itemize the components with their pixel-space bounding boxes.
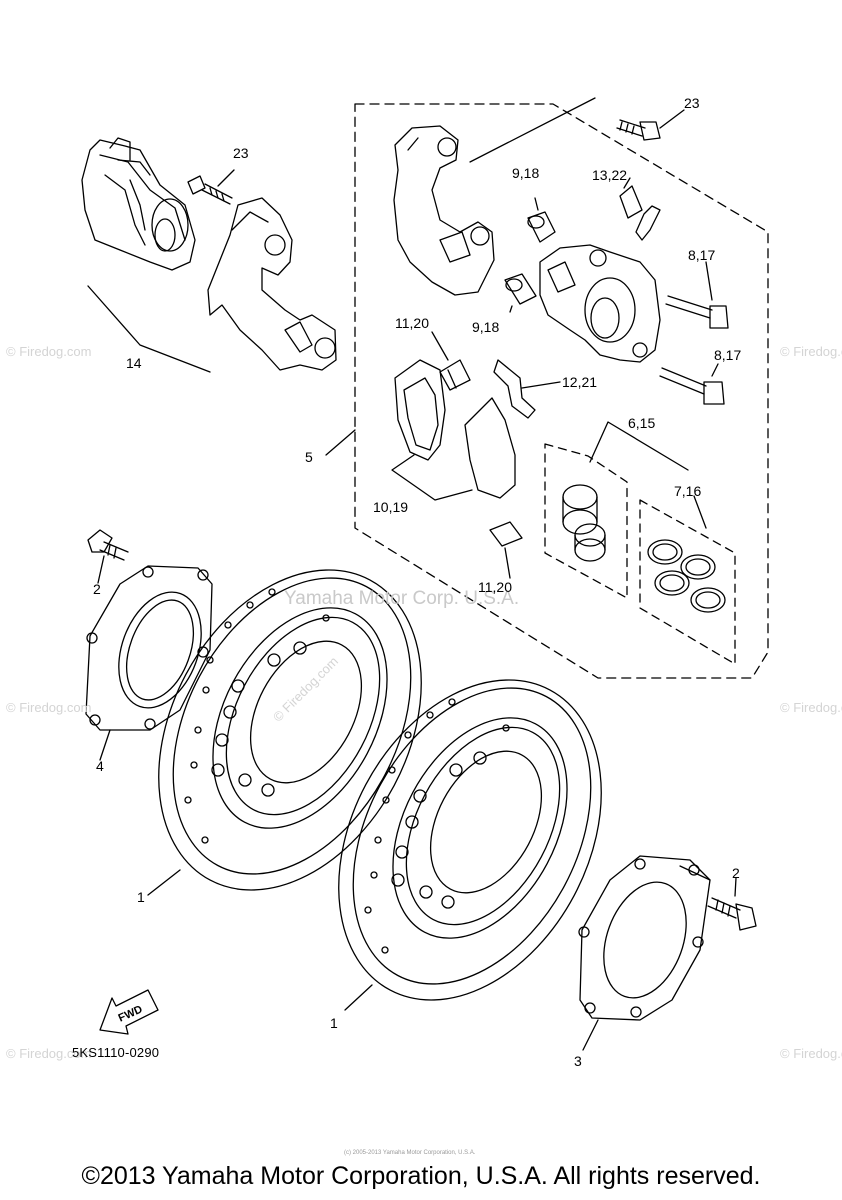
callout-9-18-top: 9,18 bbox=[512, 165, 540, 181]
callout-8-17-bottom: 8,17 bbox=[714, 347, 742, 363]
leader-caliper-assembly bbox=[469, 97, 596, 163]
bleed-screw bbox=[619, 185, 661, 241]
callout-1-left: 1 bbox=[137, 889, 145, 905]
fwd-arrow-icon bbox=[99, 989, 159, 1035]
right-caliper-bracket bbox=[393, 125, 495, 296]
leader-7-16 bbox=[693, 495, 707, 529]
leader-14 bbox=[87, 285, 211, 373]
pin-bolt-top bbox=[665, 295, 729, 329]
right-bolt-23 bbox=[616, 119, 661, 141]
watermark-firedog: © Firedog.com bbox=[780, 344, 842, 359]
left-hub-plate bbox=[85, 565, 213, 731]
piston-seals bbox=[647, 539, 726, 613]
callout-5: 5 bbox=[305, 449, 313, 465]
leader-10-19 bbox=[391, 454, 473, 501]
callout-23-right: 23 bbox=[684, 95, 700, 111]
callout-6-15: 6,15 bbox=[628, 415, 656, 431]
watermark-firedog: © Firedog.com bbox=[780, 1046, 842, 1061]
pad-clip-bottom bbox=[489, 521, 523, 547]
callout-9-18-bottom: 9,18 bbox=[472, 319, 500, 335]
callout-11-20-top: 11,20 bbox=[395, 315, 429, 331]
caliper-assembly-dashed-box bbox=[354, 103, 769, 679]
left-caliper-bracket bbox=[207, 197, 337, 371]
leader-23-right bbox=[659, 109, 685, 129]
left-caliper-body bbox=[81, 137, 196, 271]
right-brake-disc bbox=[338, 679, 602, 1001]
brake-pad-right bbox=[464, 397, 516, 499]
copyright-notice: ©2013 Yamaha Motor Corporation, U.S.A. A… bbox=[81, 1162, 761, 1190]
callout-2-left: 2 bbox=[93, 581, 101, 597]
callout-8-17-top: 8,17 bbox=[688, 247, 716, 263]
leader-6-15 bbox=[589, 421, 689, 471]
sleeve-top bbox=[527, 211, 556, 243]
diagram-code: 5KS1110-0290 bbox=[72, 1045, 160, 1060]
watermark-firedog: © Firedog.com bbox=[6, 700, 92, 715]
right-caliper-body bbox=[539, 244, 661, 363]
callout-13-22: 13,22 bbox=[592, 167, 628, 183]
pistons bbox=[562, 484, 606, 562]
callout-14: 14 bbox=[126, 355, 142, 371]
callout-1-right: 1 bbox=[330, 1015, 338, 1031]
leader-13-22 bbox=[623, 177, 631, 189]
pad-spring bbox=[493, 359, 536, 419]
watermark-yamaha: Yamaha Motor Corp. U.S.A. bbox=[284, 588, 520, 609]
callout-7-16: 7,16 bbox=[674, 483, 702, 499]
sleeve-bottom bbox=[504, 273, 537, 305]
tiny-copyright-watermark: (c) 2005-2013 Yamaha Motor Corporation, … bbox=[344, 1150, 476, 1156]
leader-5 bbox=[325, 429, 356, 456]
left-bolt-23 bbox=[187, 175, 233, 205]
seal-kit-dashed-box bbox=[544, 443, 736, 665]
pad-clip-top bbox=[439, 359, 471, 391]
leader-23-left bbox=[217, 169, 235, 187]
callout-2-right: 2 bbox=[732, 865, 740, 881]
watermark-firedog: © Firedog.com bbox=[780, 700, 842, 715]
right-bolt-2 bbox=[707, 897, 757, 931]
left-brake-disc bbox=[158, 569, 422, 891]
callout-23-left: 23 bbox=[233, 145, 249, 161]
callout-11-20-bottom: 11,20 bbox=[478, 579, 512, 595]
watermark-firedog: © Firedog.com bbox=[6, 344, 92, 359]
callout-12-21: 12,21 bbox=[562, 374, 598, 390]
callout-4: 4 bbox=[96, 758, 104, 774]
callout-10-19: 10,19 bbox=[373, 499, 409, 515]
pin-bolt-bottom bbox=[659, 367, 725, 405]
left-bolt-2 bbox=[87, 529, 129, 561]
right-hub-plate bbox=[578, 855, 711, 1021]
watermark-firedog: © Firedog.com bbox=[6, 1046, 92, 1061]
brake-pad-left bbox=[394, 359, 446, 461]
callout-3: 3 bbox=[574, 1053, 582, 1069]
